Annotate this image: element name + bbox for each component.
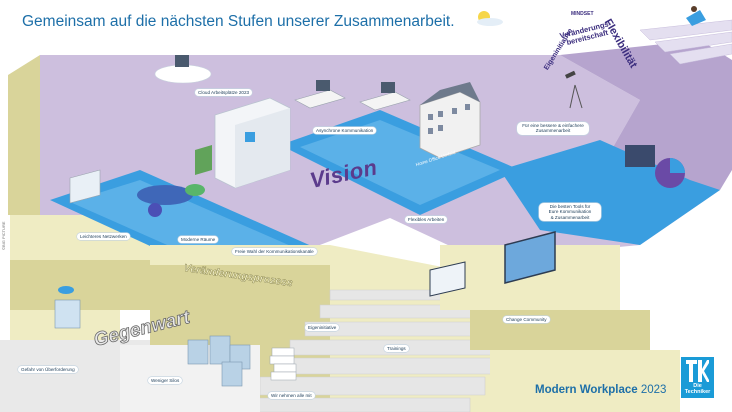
pinboard [69,169,101,204]
label-ueberforderung: Gefahr von Überforderung [18,366,78,374]
label-tools: Die besten Tools für Eure Kommunikation … [539,203,601,221]
label-bessere: Für eine bessere & einfachere Zusammenar… [517,122,589,135]
video-wall [504,231,556,284]
tk-logo-line2: Techniker [684,389,711,395]
label-tools-line2: Eure Kommunikation [548,209,592,215]
telescope-group [565,70,583,109]
cloud-desk [154,55,212,84]
label-asynchron: Asynchrone Kommunikation [313,127,377,135]
left-wall [8,55,40,215]
tk-logo-mark-icon [686,360,709,382]
label-bessere-line1: Für eine bessere & einfachere [522,123,584,128]
paper-pile [269,347,297,381]
sun-icon [477,11,503,26]
label-bessere-line2: Zusammenarbeit [535,128,571,134]
footer-year: 2023 [640,384,667,396]
label-flexibel: Flexibles Arbeiten [405,216,448,224]
top-stairs [639,19,732,65]
tk-logo: Die Techniker [681,357,714,398]
label-kanaele: Freie Wahl der Kommunikationskanäle [232,248,317,256]
training-screen [429,261,466,297]
page-title: Gemeinsam auf die nächsten Stufen unsere… [22,13,455,30]
label-eigeninitiative: Eigeninitiative [305,324,340,332]
label-tools-line3: & Zusammenarbeit [550,214,590,220]
flying-person-icon [686,6,706,26]
label-change: Change Community [503,316,550,324]
footer-title: Modern Workplace 2023 [535,384,666,396]
overload-desk [54,286,81,329]
vision-platform-side [560,40,732,190]
label-cloud: Cloud Arbeitsplätze 2023 [195,89,253,97]
silo-barrels [187,335,251,387]
office-desks [294,80,411,111]
terrace-left-front [10,260,190,310]
tk-building [214,97,291,189]
label-tools-line1: Die besten Tools für [549,204,591,209]
right-steps [440,245,680,412]
tk-logo-line1: Die [693,383,702,389]
pool-center-light [300,120,500,205]
gegenwart-floor [0,340,150,412]
lounge [137,145,212,217]
label-silos: Weniger Silos [148,377,183,385]
mindset-heading: MINDSET [571,11,594,17]
label-netzwerken: Leichteres Netzwerken [77,233,130,241]
copyright: ©BIG PICTURE [1,221,6,250]
tools-screen [625,145,685,188]
footer-title-bold: Modern Workplace [535,384,638,396]
label-wir-alle: Wir nehmen alle mit [268,392,315,400]
label-raeume: Moderne Räume [178,236,219,244]
label-trainings: Trainings [384,345,409,353]
house [419,82,481,159]
